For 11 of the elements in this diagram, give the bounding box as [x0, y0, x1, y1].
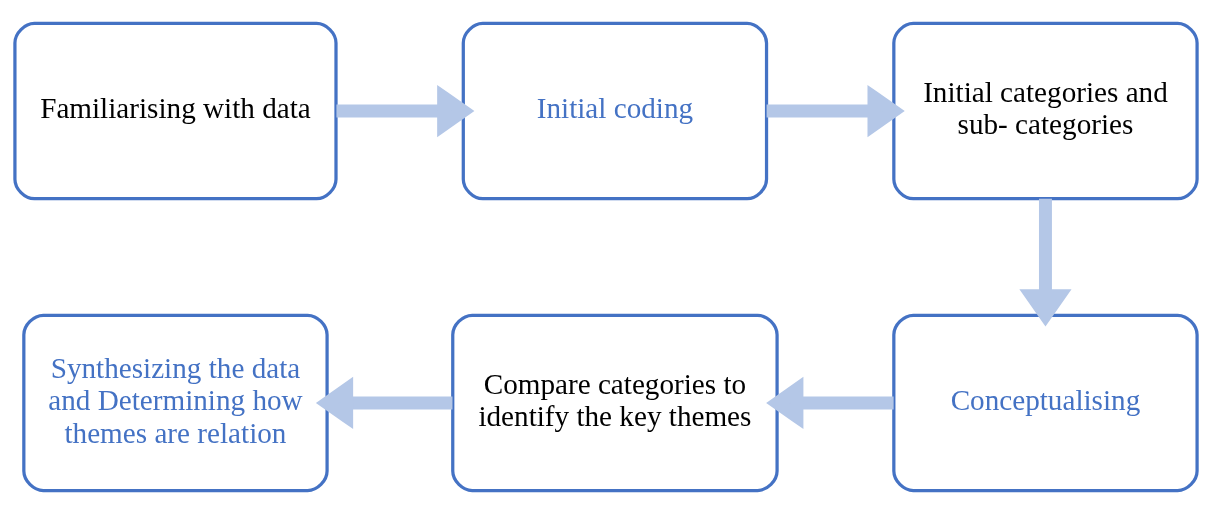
node-box: Familiarising with data: [13, 21, 338, 200]
node-box: Initial categories and sub- categories: [892, 21, 1199, 200]
node-box: Initial coding: [461, 21, 769, 200]
arrow: [315, 376, 453, 429]
node-box: Conceptualising: [892, 313, 1199, 492]
arrow: [766, 84, 905, 137]
node-box: Compare categories to identify the key themes: [451, 313, 779, 492]
node-box: Synthesizing the data and Determining how themes are relation: [22, 313, 329, 492]
arrow: [1019, 198, 1072, 326]
arrow: [766, 376, 894, 429]
arrow: [336, 84, 475, 137]
